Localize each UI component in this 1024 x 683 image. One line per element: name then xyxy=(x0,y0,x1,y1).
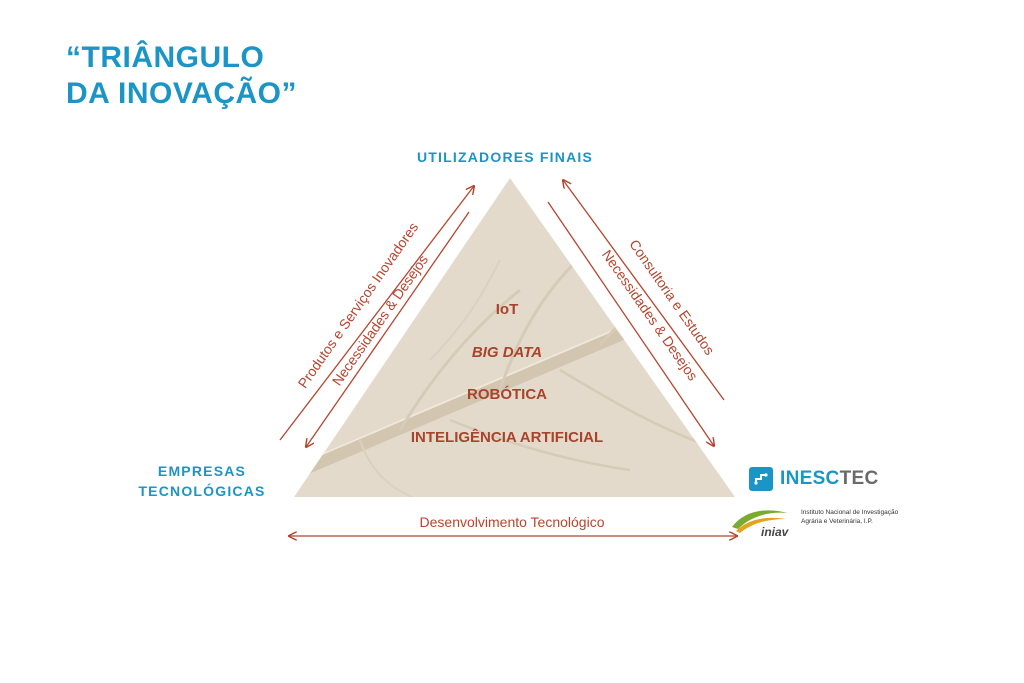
item-inteligencia-artificial: INTELIGÊNCIA ARTIFICIAL xyxy=(411,428,603,446)
iniav-logo: iniav Instituto Nacional de Investigação… xyxy=(730,503,900,543)
arrow-left-inner xyxy=(306,211,470,447)
vertex-left-label-line1: EMPRESAS xyxy=(158,463,246,479)
item-robotica: ROBÓTICA xyxy=(467,385,547,403)
flow-bottom-label: Desenvolvimento Tecnológico xyxy=(420,514,605,530)
central-triangle xyxy=(294,178,735,497)
item-iot: IoT xyxy=(496,301,519,318)
inesctec-word-part2: TEC xyxy=(839,468,879,489)
vertex-top-label: UTILIZADORES FINAIS xyxy=(417,149,593,165)
vertex-left-label-line2: TECNOLÓGICAS xyxy=(138,482,265,499)
arrow-right-outer xyxy=(563,180,725,401)
inesctec-badge-icon xyxy=(749,467,773,491)
iniav-description: Instituto Nacional de Investigação Agrár… xyxy=(801,509,899,525)
title-line-1: “TRIÂNGULO xyxy=(66,41,265,74)
arrow-right-inner xyxy=(547,201,714,446)
iniav-brand: iniav xyxy=(761,525,789,539)
page-title: “TRIÂNGULO DA INOVAÇÃO” xyxy=(66,40,297,112)
item-big-data: BIG DATA xyxy=(472,344,542,361)
inesctec-word-part1: INESC xyxy=(780,468,840,489)
arrow-left-outer xyxy=(279,186,474,441)
iniav-swoosh-icon xyxy=(732,510,788,533)
title-line-2: DA INOVAÇÃO” xyxy=(66,77,297,110)
